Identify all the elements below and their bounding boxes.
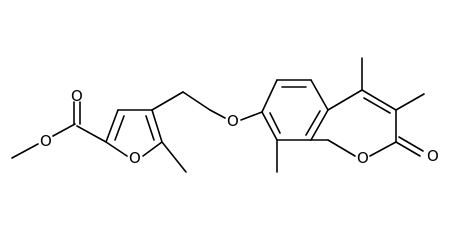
bonds bbox=[11, 57, 425, 173]
bond-furan-o-c2 bbox=[105, 141, 128, 157]
structure-drawing: O O O O O O bbox=[11, 57, 439, 173]
atom-furan-oxygen: O bbox=[129, 149, 141, 167]
bond-furan-c2-c3 bbox=[105, 109, 119, 143]
atom-lactone-carbonyl-oxygen: O bbox=[427, 147, 439, 165]
bond-methyl-ester bbox=[11, 143, 39, 159]
bond-c4-c3 bbox=[361, 89, 397, 111]
bond-c4-c3-inner bbox=[363, 97, 391, 114]
bond-c4a-c8a-inner bbox=[305, 110, 321, 136]
atom-ether-linker-oxygen: O bbox=[227, 112, 239, 130]
atom-ester-carbonyl-oxygen: O bbox=[71, 87, 83, 105]
bond-ether-o-coumarin bbox=[240, 111, 263, 121]
bond-ch2-ether-o bbox=[209, 109, 226, 119]
atom-ester-ether-oxygen: O bbox=[40, 132, 52, 150]
bond-carbonyl-c-furan bbox=[76, 125, 107, 143]
bond-furan-c4-c5-inner bbox=[145, 115, 155, 141]
atom-labels: O O O O O O bbox=[40, 87, 439, 167]
bond-c4a-c4 bbox=[327, 89, 363, 111]
molecule-canvas: O O O O O O bbox=[11, 57, 439, 173]
bond-c4a-c8a bbox=[310, 109, 329, 141]
bond-ring-o-c8a bbox=[327, 139, 356, 157]
bond-c5-c4a bbox=[310, 79, 329, 111]
bond-c2-carbonyl-o-a bbox=[395, 141, 421, 157]
bond-c7-c6 bbox=[261, 79, 278, 113]
bond-ester-o-carbonyl-c bbox=[52, 123, 76, 137]
bond-furan-c4-c5 bbox=[151, 109, 163, 143]
bond-c2-carbonyl-o-b bbox=[398, 136, 424, 152]
bond-furan-c5-o bbox=[142, 141, 163, 157]
bond-furan-ch2 bbox=[151, 91, 184, 111]
bond-c8-c7 bbox=[261, 111, 278, 141]
atom-lactone-ring-oxygen: O bbox=[357, 149, 369, 167]
bond-furan-methyl bbox=[161, 141, 187, 173]
bond-furan-c2-c3-inner bbox=[114, 115, 125, 141]
bond-c8-c7-inner bbox=[269, 112, 281, 134]
bond-c2-ring-o bbox=[369, 141, 397, 157]
bond-c3-methyl bbox=[395, 93, 425, 111]
bond-ch2-ch2 bbox=[182, 91, 211, 111]
